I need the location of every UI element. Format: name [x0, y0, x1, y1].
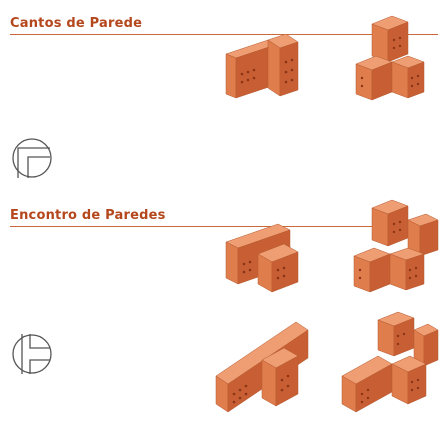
- section-title-cantos: Cantos de Parede: [10, 16, 143, 31]
- brick-long-tee-assembly-image: [215, 321, 309, 413]
- section-rule-encontro: [10, 226, 438, 227]
- section-title-encontro: Encontro de Paredes: [10, 208, 166, 223]
- brick-long-tee-stacked-image: [341, 311, 439, 413]
- brick-corner-assembly-image: [225, 33, 299, 99]
- brick-tee-assembly-image: [225, 223, 299, 293]
- tee-wall-symbol-icon: [12, 334, 52, 374]
- brick-tee-stacked-image: [353, 199, 439, 293]
- corner-wall-symbol-icon: [12, 138, 52, 178]
- brick-corner-stacked-image: [355, 15, 425, 101]
- section-rule-cantos: [10, 34, 438, 35]
